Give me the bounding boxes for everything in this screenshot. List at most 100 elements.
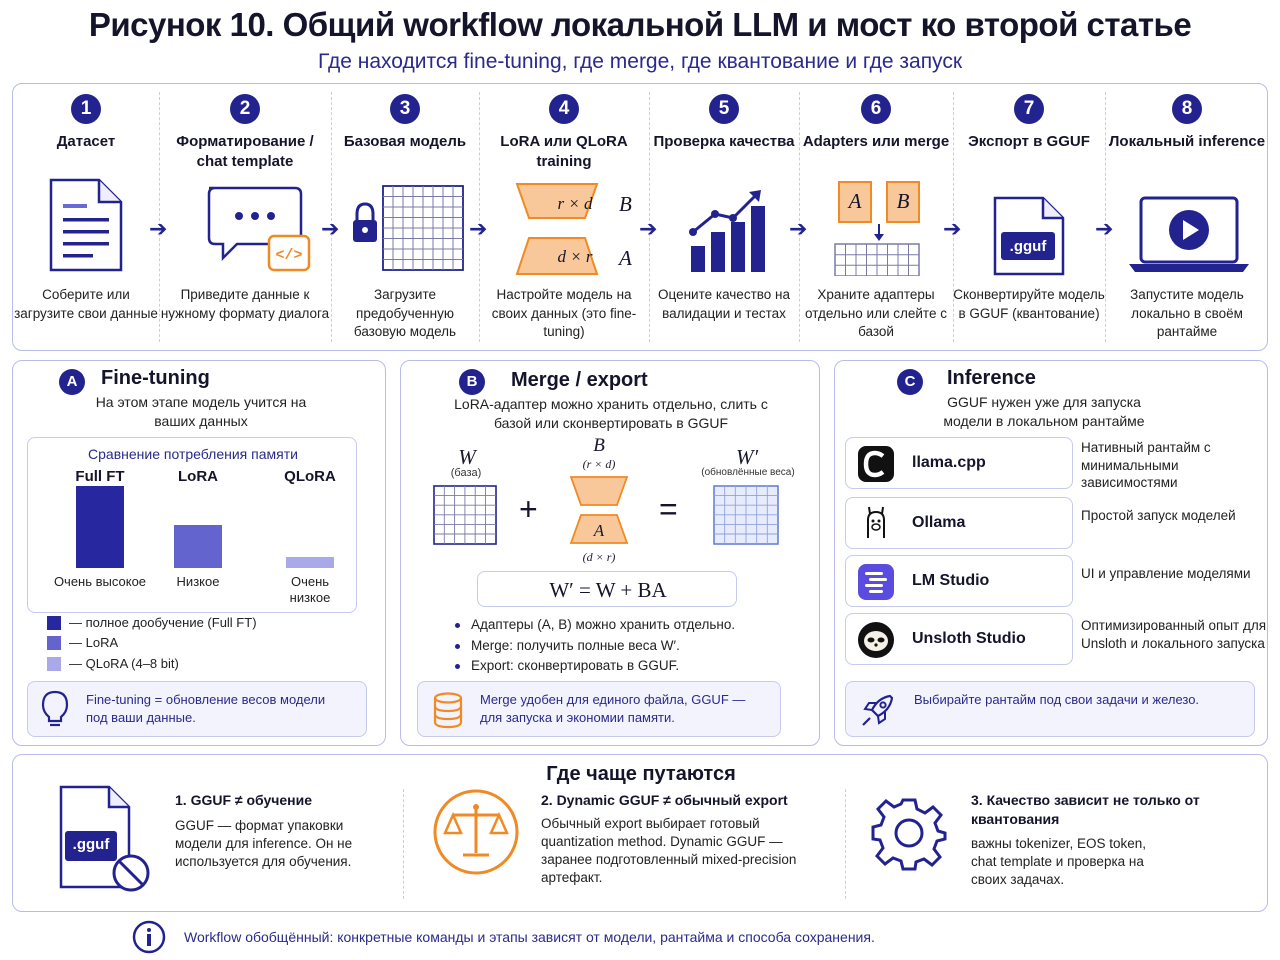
step-description: Оцените качество на валидации и тестах bbox=[657, 287, 790, 321]
runtime-name: Ollama bbox=[912, 514, 966, 531]
confusions-panel: Где чаще путаются .gguf 1. GGUF ≠ обучен… bbox=[12, 754, 1268, 912]
step-description: Настройте модель на своих данных (это fi… bbox=[491, 287, 637, 339]
updated-weights-matrix bbox=[713, 485, 779, 545]
growth-chart-icon bbox=[689, 190, 765, 272]
adapter-a-label: A bbox=[848, 189, 862, 213]
confusion-title: 1. GGUF ≠ обучение bbox=[175, 792, 313, 808]
lora-bottom-dims: d × r bbox=[557, 247, 593, 266]
step-title: LoRA или QLoRA training bbox=[500, 133, 628, 170]
w-sub-label: (база) bbox=[450, 467, 482, 479]
lora-matrices-icon bbox=[515, 183, 599, 275]
lora-b-label: B bbox=[619, 192, 632, 216]
lora-a-label: A bbox=[619, 246, 632, 270]
arrow-right-icon: ➔ bbox=[1095, 216, 1114, 241]
step-local-inference: 8 Локальный inference Запустите модель л… bbox=[1105, 84, 1269, 352]
column-divider bbox=[845, 789, 846, 899]
gguf-file-icon bbox=[993, 196, 1065, 276]
step-formatting: 2 Форматирование / chat template </> При… bbox=[159, 84, 331, 352]
chart-category-lora: LoRA bbox=[178, 468, 218, 485]
step-number: 1 bbox=[71, 94, 101, 124]
bullet-item: Merge: получить полные веса W′. bbox=[451, 636, 791, 657]
confusion-description: GGUF — формат упаковки модели для infere… bbox=[175, 818, 353, 869]
runtime-lm-studio[interactable]: LM Studio bbox=[845, 555, 1073, 607]
runtime-name: LM Studio bbox=[912, 572, 990, 589]
step-base-model: 3 Базовая модель Загрузите предобученную… bbox=[331, 84, 479, 352]
section-title: Inference bbox=[947, 367, 1036, 389]
chart-level-label: Очень низкое bbox=[289, 574, 331, 605]
step-description: Храните адаптеры отдельно или слейте с б… bbox=[805, 287, 947, 339]
step-title: Базовая модель bbox=[343, 133, 467, 150]
w-prime-label: W′ bbox=[735, 445, 759, 469]
lora-ab-shapes bbox=[569, 476, 629, 544]
step-divider bbox=[649, 92, 650, 342]
merge-formula: W′ = W + BA bbox=[549, 578, 667, 602]
plus-sign: + bbox=[519, 491, 538, 527]
runtime-ollama[interactable]: Ollama bbox=[845, 497, 1073, 549]
confusions-title: Где чаще путаются bbox=[546, 763, 736, 785]
step-description: Сконвертируйте модель в GGUF (квантовани… bbox=[953, 287, 1105, 321]
step-description: Запустите модель локально в своём рантай… bbox=[1130, 287, 1244, 339]
step-description: Приведите данные к нужному формату диало… bbox=[160, 287, 330, 321]
info-icon bbox=[132, 920, 166, 954]
step-title: Экспорт в GGUF bbox=[968, 133, 1090, 150]
merge-note: Merge удобен для единого файла, GGUF — д… bbox=[417, 681, 781, 737]
lora-top-dims: r × d bbox=[557, 194, 593, 213]
formula-box: W′ = W + BA bbox=[477, 571, 737, 607]
step-title: Проверка качества bbox=[653, 133, 795, 150]
bullet-item: Адаптеры (A, B) можно хранить отдельно. bbox=[451, 615, 791, 636]
arrow-right-icon: ➔ bbox=[469, 216, 488, 241]
gguf-label: .gguf bbox=[1009, 238, 1047, 255]
section-title: Fine-tuning bbox=[101, 367, 210, 389]
base-weights-matrix bbox=[433, 485, 497, 545]
fine-tuning-card: A Fine-tuning На этом этапе модель учитс… bbox=[12, 360, 386, 746]
b-dim-label: (r × d) bbox=[582, 457, 616, 471]
inference-note: Выбирайте рантайм под свои задачи и желе… bbox=[845, 681, 1255, 737]
runtime-unsloth-studio[interactable]: Unsloth Studio bbox=[845, 613, 1073, 665]
step-title: Adapters или merge bbox=[802, 133, 950, 150]
confusion-description: Обычный export выбирает готовый quantiza… bbox=[541, 816, 797, 885]
step-number: 5 bbox=[709, 94, 739, 124]
step-number: 3 bbox=[390, 94, 420, 124]
section-subtitle: GGUF нужен уже для запуска модели в лока… bbox=[943, 394, 1145, 429]
legend-label: — LoRA bbox=[69, 635, 119, 650]
laptop-play-icon bbox=[1129, 196, 1249, 272]
a-label: A bbox=[593, 521, 605, 540]
step-export-gguf: 7 Экспорт в GGUF .gguf Сконвертируйте мо… bbox=[953, 84, 1105, 352]
arrow-right-icon: ➔ bbox=[639, 216, 658, 241]
workflow-steps-panel: 1 Датасет Соберите или загрузите свои да… bbox=[12, 83, 1268, 351]
arrow-right-icon: ➔ bbox=[321, 216, 340, 241]
chart-bar-lora bbox=[174, 525, 222, 568]
step-number: 8 bbox=[1172, 94, 1202, 124]
bullet-item: Export: сконвертировать в GGUF. bbox=[451, 656, 791, 677]
merge-export-card: B Merge / export LoRA-адаптер можно хран… bbox=[400, 360, 820, 746]
runtime-description: Оптимизированный опыт для Unsloth и лока… bbox=[1081, 618, 1267, 651]
page-subtitle: Где находится fine-tuning, где merge, гд… bbox=[317, 50, 963, 73]
equals-sign: = bbox=[659, 491, 678, 527]
step-divider bbox=[799, 92, 800, 342]
chat-template-icon: </> bbox=[207, 186, 311, 272]
lm-studio-icon bbox=[858, 564, 894, 600]
step-number: 4 bbox=[549, 94, 579, 124]
w-label: W bbox=[458, 445, 476, 469]
runtime-llama-cpp[interactable]: llama.cpp bbox=[845, 437, 1073, 489]
legend-label: — QLoRA (4–8 bit) bbox=[69, 656, 179, 671]
confusion-title: 2. Dynamic GGUF ≠ обычный export bbox=[541, 792, 788, 808]
note-text: Merge удобен для единого файла, GGUF — д… bbox=[480, 692, 746, 725]
confusion-title: 3. Качество зависит не только от квантов… bbox=[971, 792, 1200, 827]
chart-bar-qlora bbox=[286, 557, 334, 568]
step-divider bbox=[953, 92, 954, 342]
runtime-description: UI и управление моделями bbox=[1081, 566, 1251, 581]
legend-swatch-qlora bbox=[47, 657, 61, 671]
unsloth-icon bbox=[858, 622, 894, 658]
chart-level-label: Низкое bbox=[176, 574, 220, 589]
adapter-b-label: B bbox=[896, 189, 910, 213]
step-title: Датасет bbox=[56, 133, 116, 150]
chart-title: Сравнение потребления памяти bbox=[88, 446, 298, 462]
chart-level-label: Очень высокое bbox=[53, 574, 147, 589]
a-dim-label: (d × r) bbox=[582, 550, 616, 564]
step-adapters-merge: 6 Adapters или merge A B Храните адаптер… bbox=[799, 84, 953, 352]
fine-tuning-note: Fine-tuning = обновление весов модели по… bbox=[27, 681, 367, 737]
inference-card: C Inference GGUF нужен уже для запуска м… bbox=[834, 360, 1268, 746]
step-divider bbox=[159, 92, 160, 342]
note-text: Fine-tuning = обновление весов модели по… bbox=[86, 692, 326, 725]
